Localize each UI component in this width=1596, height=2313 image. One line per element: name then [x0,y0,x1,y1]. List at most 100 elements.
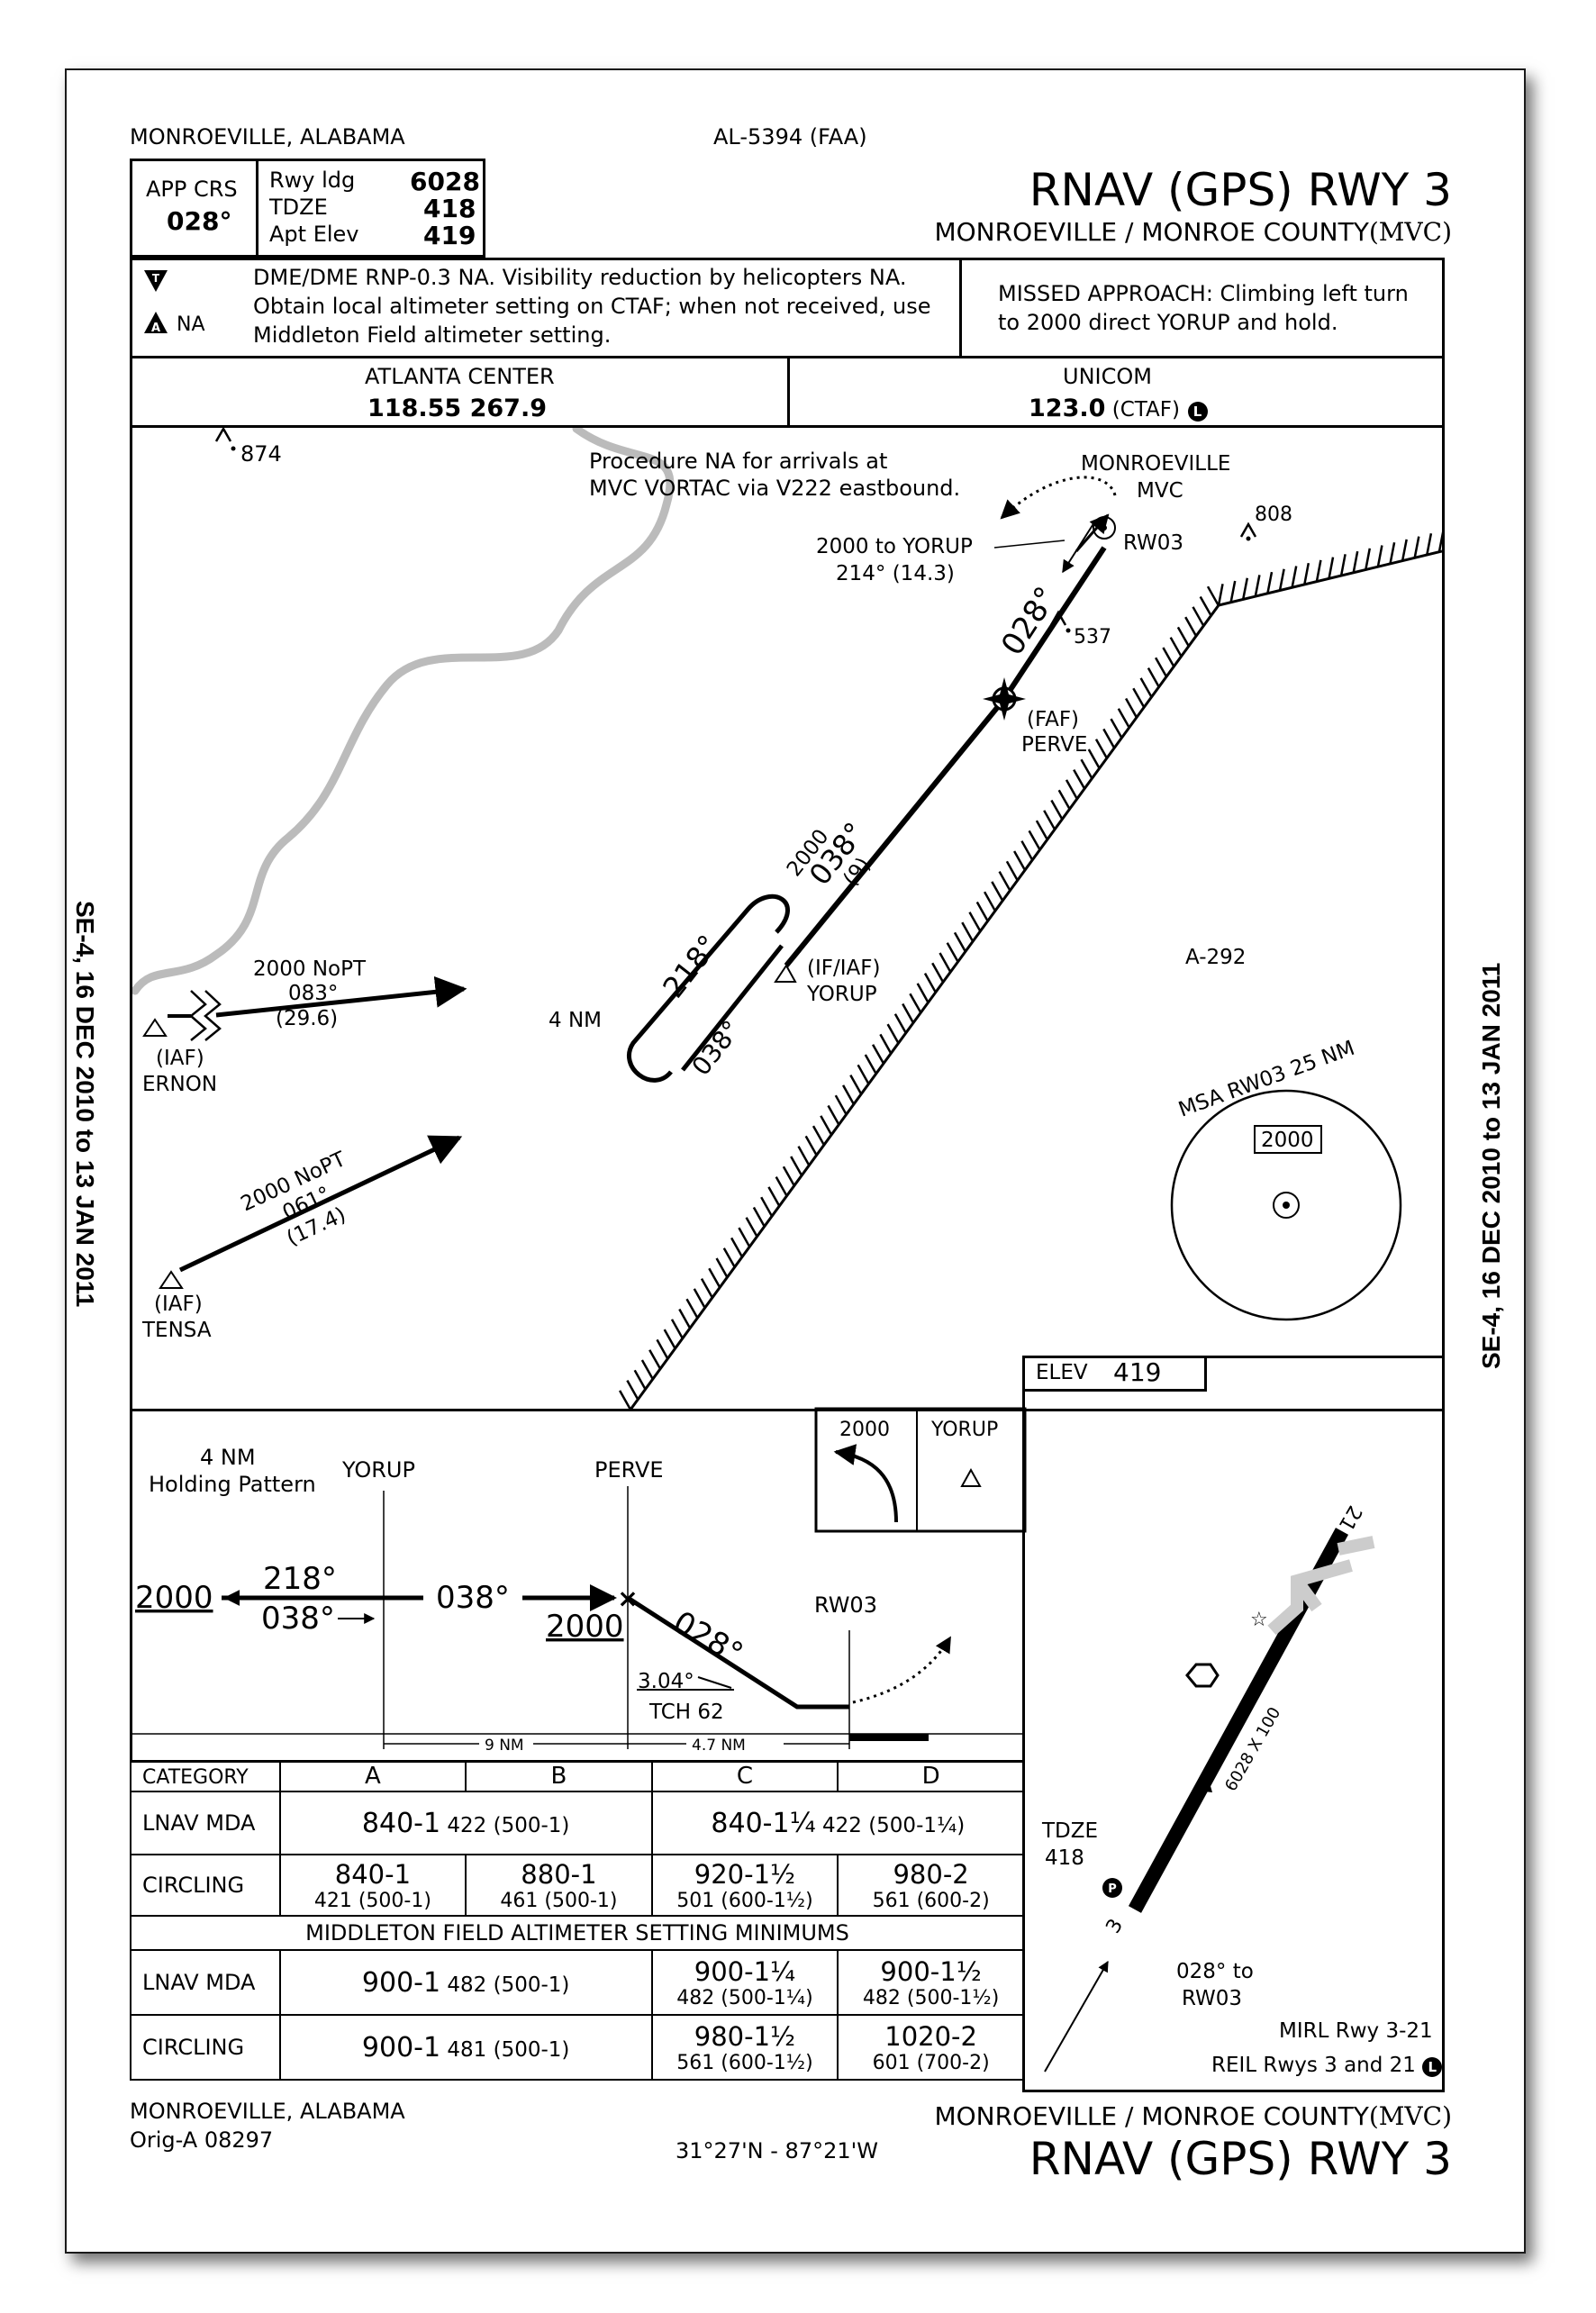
missed-altitude: 2000 to YORUP [816,535,973,558]
approach-info-box [130,159,485,258]
alternate-na: NA [177,313,205,336]
river [132,428,675,995]
profile-dist-1: 9 NM [485,1737,524,1755]
obstacle-808: 808 [1255,503,1292,526]
apt-elev-value: 419 [423,221,476,250]
app-crs-value: 028° [167,206,232,236]
circ-b-sub: 461 (500-1) [500,1889,618,1912]
m-circ-d-main: 1020-2 [884,2020,977,2052]
note-line-2: Obtain local altimeter setting on CTAF; … [253,294,931,319]
lnav-ab-sub: 422 (500-1) [440,1813,570,1837]
m-circ-c-main: 980-1½ [694,2020,796,2052]
profile-dist-2: 4.7 NM [692,1737,746,1755]
profile-rw03: RW03 [814,1592,877,1618]
airport-course-note-2: RW03 [1182,1987,1242,2010]
note-line-3: Middleton Field altimeter setting. [253,322,612,348]
footer-location: MONROEVILLE, ALABAMA [130,2099,405,2124]
procedure-na-note-1: Procedure NA for arrivals at [589,449,887,474]
m-lnav-c-main: 900-1¼ [694,1955,796,1987]
missed-course: 214° (14.3) [836,562,955,585]
profile-hold-in: 038° [261,1601,335,1637]
vortac-id: MVC [1137,479,1183,503]
lnav-ab-main: 840-1 [361,1807,441,1839]
tdze-value: 418 [423,194,476,223]
airspace-label: A-292 [1185,946,1246,969]
vortac-name: MONROEVILLE [1081,452,1230,476]
chart-id: AL-5394 (FAA) [713,124,867,150]
circ-d-main: 980-2 [893,1858,969,1890]
center-frequency: 118.55 267.9 [367,395,547,422]
profile-alt-perve: 2000 [546,1609,624,1645]
m-circ-ab-sub: 481 (500-1) [440,2037,570,2062]
circ-a-sub: 421 (500-1) [313,1889,431,1912]
m-circ-ab-main: 900-1 [361,2031,441,2064]
airport-elev-value: 419 [1113,1357,1162,1387]
obstacle-874: 874 [240,441,282,467]
msa-altitude: 2000 [1261,1129,1314,1152]
runway-end-3: 3 [1102,1915,1129,1937]
apt-elev-label: Apt Elev [269,222,359,247]
middleton-title: MIDDLETON FIELD ALTIMETER SETTING MINIMU… [305,1920,849,1946]
procedure-title: RNAV (GPS) RWY 3 [1029,164,1452,216]
faf-name: PERVE [1021,733,1087,757]
m-lnav-ab-sub: 482 (500-1) [440,1973,570,1997]
profile-yorup: YORUP [341,1457,415,1483]
rwy-ldg-value: 6028 [410,167,480,196]
lighting-note-2: REIL Rwys 3 and 21 L [1211,2055,1443,2077]
tensa-name: TENSA [141,1319,212,1342]
obstacle-537: 537 [1074,626,1111,649]
faf-label: (FAF) [1027,708,1079,731]
svg-text:T: T [152,272,160,285]
category-label: CATEGORY [142,1766,249,1789]
circ-d-sub: 561 (600-2) [872,1889,990,1912]
pcl-icon: L [1422,2057,1443,2077]
msa-circle [1170,1089,1402,1321]
ernon-distance: (29.6) [276,1007,338,1030]
profile-missed-fix: YORUP [930,1419,998,1441]
footer-orig: Orig-A 08297 [130,2127,274,2153]
m-lnav-c-sub: 482 (500-1¼) [676,1986,813,2009]
ernon-course: 083° [288,982,338,1005]
cat-a: A [365,1763,381,1790]
profile-missed-alt: 2000 [839,1419,890,1441]
hold-length: 4 NM [549,1009,602,1032]
profile-hold-title-1: 4 NM [200,1445,256,1470]
runway-3-21 [1128,1528,1349,1913]
yorup-label: YORUP [806,983,877,1006]
footer-title: RNAV (GPS) RWY 3 [1029,2133,1452,2185]
tdze-label: TDZE [269,195,328,220]
ernon-altitude: 2000 NoPT [253,957,367,981]
header-location: MONROEVILLE, ALABAMA [130,124,405,150]
footer-coords: 31°27'N - 87°21'W [676,2138,878,2163]
lnav-label: LNAV MDA [142,1810,256,1836]
svg-text:P: P [1108,1882,1117,1896]
m-circ-d-sub: 601 (700-2) [872,2051,990,2074]
svg-text:×: × [617,1583,638,1613]
m-lnav-ab-main: 900-1 [361,1966,441,1999]
circ-c-main: 920-1½ [694,1858,796,1890]
circ-a-main: 840-1 [334,1858,412,1890]
profile-alt-left: 2000 [135,1580,213,1616]
lighting-note-1: MIRL Rwy 3-21 [1279,2019,1433,2043]
ernon-name: ERNON [142,1073,217,1096]
runway-dimensions: 6028 X 100 [1221,1704,1284,1795]
profile-tch: TCH 62 [648,1701,724,1724]
rwy-ldg-label: Rwy ldg [269,168,356,193]
cat-b: B [550,1763,567,1790]
middleton-lnav-label: LNAV MDA [142,1970,256,1995]
tensa-iaf: (IAF) [154,1293,203,1316]
m-lnav-d-sub: 482 (500-1½) [862,1986,1000,2009]
unicom-frequency: 123.0 (CTAF) L [1029,396,1208,422]
ernon-iaf: (IAF) [156,1047,204,1070]
lnav-cd-sub: 422 (500-1¼) [815,1813,966,1837]
minimums-table: CATEGORY A B C D LNAV MDA 840-1 422 (500… [130,1760,1026,2081]
plan-rw03: RW03 [1123,531,1183,555]
missed-approach-1: MISSED APPROACH: Climbing left turn [998,281,1409,306]
app-crs-label: APP CRS [146,177,238,202]
cat-c: C [736,1763,754,1790]
missed-approach-2: to 2000 direct YORUP and hold. [998,310,1338,335]
airport-tdze-label: TDZE [1041,1819,1098,1843]
profile-seg-crs: 038° [436,1580,510,1616]
